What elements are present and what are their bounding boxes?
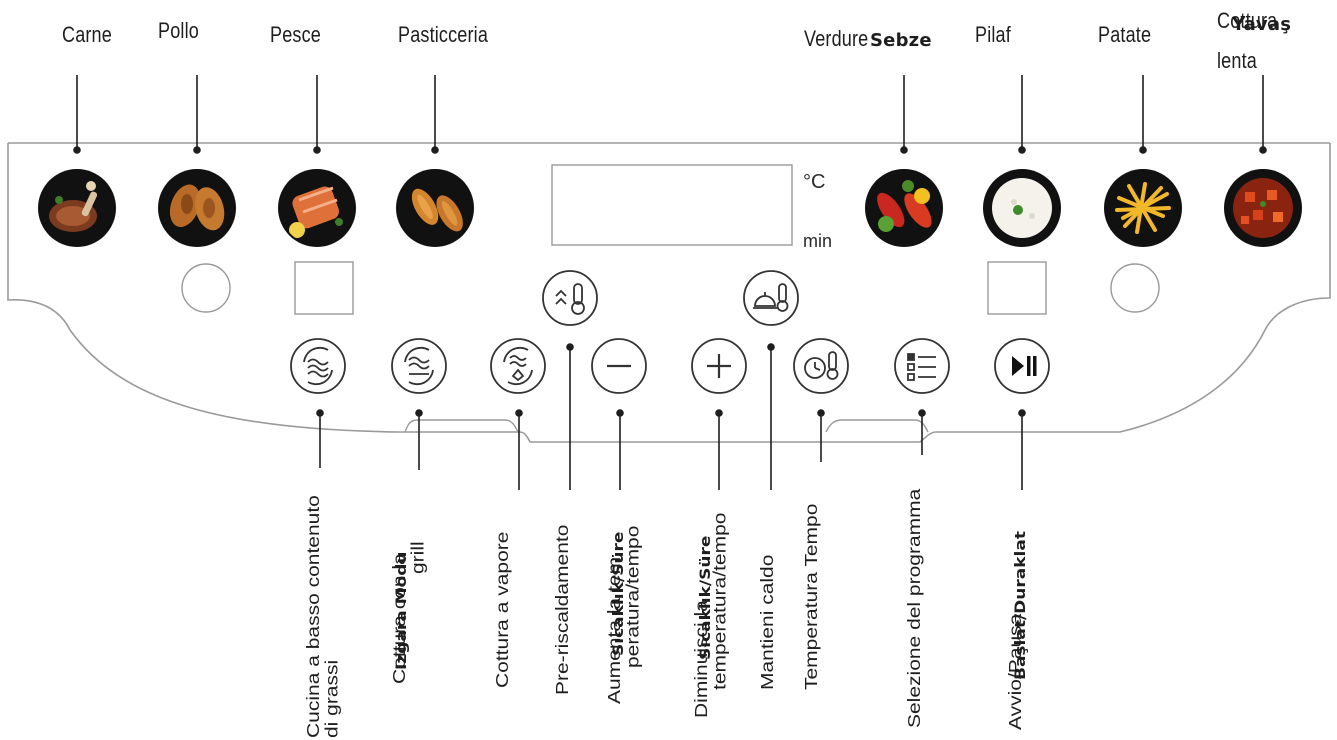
minus-icon[interactable]: [591, 338, 647, 394]
label-increase-overlay: Sıcaklık/Süre: [610, 532, 629, 656]
keep-warm-icon[interactable]: [743, 270, 799, 326]
indicator-square-right: [987, 261, 1047, 315]
indicator-circle-left: [181, 263, 231, 313]
label-decrease-overlay-text: Sıcaklık/Süre: [697, 535, 715, 660]
fish-icon[interactable]: [278, 169, 356, 247]
panel-inner-notch: [404, 419, 519, 433]
label-preheat-text: Pre-riscaldamento: [553, 524, 572, 695]
label-program-select-text: Selezione del programma: [905, 488, 924, 728]
rice-pilaf-icon[interactable]: [983, 169, 1061, 247]
label-carne: Carne: [62, 22, 112, 47]
label-cottura-lenta-overlay: Yavaş: [1232, 14, 1292, 35]
low-fat-mode-icon[interactable]: [290, 338, 346, 394]
indicator-square-left: [294, 261, 354, 315]
label-low-fat-line2: di grassi: [322, 659, 342, 738]
label-keep-warm-text: Mantieni caldo: [758, 554, 777, 690]
label-program-select: Selezione del programma: [905, 489, 924, 728]
program-menu-icon[interactable]: [894, 338, 950, 394]
chicken-icon[interactable]: [158, 169, 236, 247]
label-start-pause-overlay: Başlat/Duraklat: [1012, 531, 1031, 680]
label-grill-overlay: Izgara Modu: [393, 551, 412, 680]
label-verdure-overlay: Sebze: [870, 30, 932, 51]
fries-icon[interactable]: [1104, 169, 1182, 247]
label-pesce: Pesce: [270, 22, 321, 47]
indicator-circle-right: [1110, 263, 1160, 313]
slow-cook-icon[interactable]: [1224, 169, 1302, 247]
top-leader-lines: [73, 75, 1267, 154]
label-pollo: Pollo: [158, 18, 199, 43]
label-steam-text: Cottura a vapore: [493, 531, 512, 688]
panel-inner-notch-right: [825, 419, 929, 433]
label-temp-time: Temperatura Tempo: [802, 504, 821, 690]
play-pause-icon[interactable]: [994, 338, 1050, 394]
label-start-pause-overlay-text: Başlat/Duraklat: [1012, 531, 1030, 680]
label-keep-warm: Mantieni caldo: [758, 555, 777, 690]
vegetables-icon[interactable]: [865, 169, 943, 247]
label-cottura-lenta: Cottura: [1217, 8, 1278, 33]
label-pasticceria: Pasticceria: [398, 22, 489, 47]
label-decrease-overlay: Sıcaklık/Süre: [697, 536, 716, 660]
label-cottura-lenta-line2: lenta: [1217, 48, 1257, 73]
label-verdure: Verdure: [804, 26, 869, 51]
display-screen: [551, 164, 793, 246]
label-grill-overlay-text: Izgara Modu: [393, 551, 411, 670]
panel-outline: [7, 142, 1331, 443]
unit-celsius: °C: [803, 171, 825, 193]
unit-minutes: min: [803, 231, 832, 251]
label-steam: Cottura a vapore: [493, 532, 512, 688]
label-preheat: Pre-riscaldamento: [553, 525, 572, 695]
pastry-icon[interactable]: [396, 169, 474, 247]
label-temp-time-text: Temperatura Tempo: [802, 503, 821, 690]
temp-time-icon[interactable]: [793, 338, 849, 394]
label-low-fat: Cucina a basso contenuto di grassi: [304, 495, 342, 738]
label-pilaf: Pilaf: [975, 22, 1011, 47]
steam-mode-icon[interactable]: [490, 338, 546, 394]
label-patate: Patate: [1098, 22, 1152, 47]
plus-icon[interactable]: [691, 338, 747, 394]
label-increase-overlay-text: Sıcaklık/Süre: [610, 531, 628, 656]
label-low-fat-line1: Cucina a basso contenuto: [304, 495, 323, 738]
grill-mode-icon[interactable]: [391, 338, 447, 394]
preheat-icon[interactable]: [542, 270, 598, 326]
bottom-leader-lines: [316, 343, 1026, 490]
meat-icon[interactable]: [38, 169, 116, 247]
